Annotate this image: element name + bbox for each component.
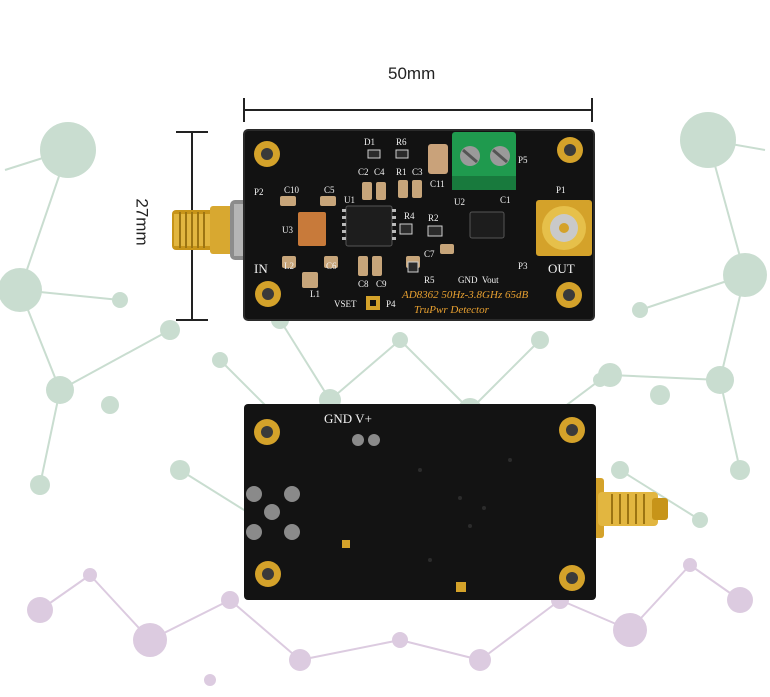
terminal-block [452, 132, 516, 190]
label-gnd-vplus: GND V+ [324, 411, 372, 426]
label-d1: D1 [364, 137, 375, 147]
label-r2: R2 [428, 213, 439, 223]
product-subtitle: TruPwr Detector [414, 304, 489, 316]
label-p2: P2 [254, 187, 264, 197]
label-r4: R4 [404, 211, 415, 221]
label-c4: C4 [374, 167, 385, 177]
label-vset: VSET [334, 299, 357, 309]
label-p4: P4 [386, 299, 396, 309]
label-in: IN [254, 261, 268, 276]
network-background [0, 112, 767, 686]
label-c5: C5 [324, 185, 335, 195]
sma-output-connector [536, 200, 592, 256]
label-p1: P1 [556, 185, 566, 195]
mounting-holes [254, 137, 583, 308]
label-c2: C2 [358, 167, 369, 177]
label-p5: P5 [518, 155, 528, 165]
label-u1: U1 [344, 195, 355, 205]
label-l2: L2 [284, 261, 294, 271]
label-l1: L1 [310, 289, 320, 299]
width-dimension-line [243, 98, 593, 122]
height-dimension-label: 27mm [132, 198, 152, 246]
label-c9: C9 [376, 279, 387, 289]
width-dimension-label: 50mm [388, 64, 436, 83]
label-r1: R1 [396, 167, 407, 177]
label-p3: P3 [518, 261, 528, 271]
label-gnd-vout: GND Vout [458, 275, 499, 285]
label-u2: U2 [454, 197, 465, 207]
label-c10: C10 [284, 185, 300, 195]
back-board [244, 404, 668, 600]
label-c11: C11 [430, 179, 445, 189]
product-name: AD8362 50Hz-3.8GHz 65dB [402, 289, 529, 301]
label-c8: C8 [358, 279, 369, 289]
label-c6: C6 [326, 261, 337, 271]
label-r5: R5 [424, 275, 435, 285]
label-u3: U3 [282, 225, 293, 235]
label-c7: C7 [424, 249, 435, 259]
label-r6: R6 [396, 137, 407, 147]
label-c3: C3 [412, 167, 423, 177]
label-out: OUT [548, 261, 575, 276]
label-c1: C1 [500, 195, 511, 205]
front-board [172, 129, 595, 321]
